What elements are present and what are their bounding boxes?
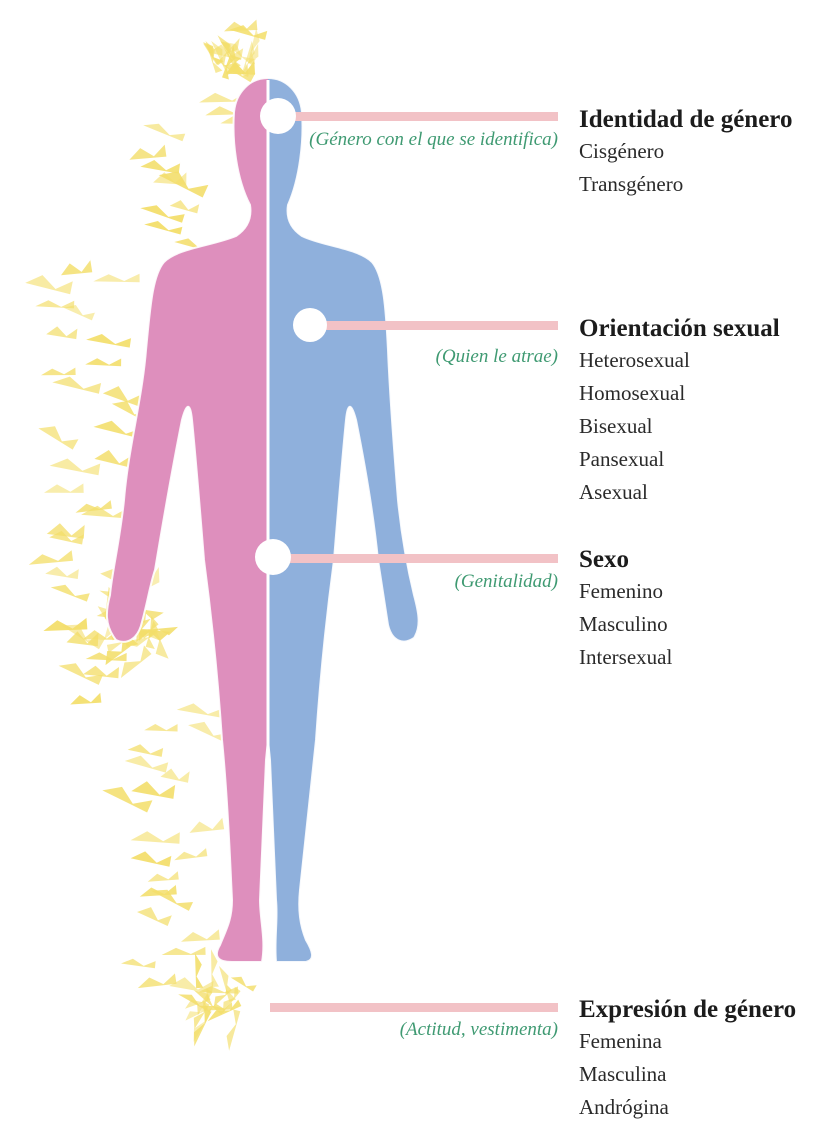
option-item: Heterosexual: [579, 344, 780, 377]
spark: [85, 357, 121, 366]
spark: [38, 426, 79, 449]
section-sex: Sexo Femenino Masculino Intersexual: [579, 545, 672, 674]
spark: [44, 482, 84, 493]
section-orientation: Orientación sexual Heterosexual Homosexu…: [579, 314, 780, 509]
note-expression: (Actitud, vestimenta): [298, 1017, 558, 1043]
spark: [143, 124, 186, 141]
head-circle-marker: [260, 98, 296, 134]
note-identity: (Género con el que se identifica): [298, 127, 558, 153]
spark: [131, 830, 180, 843]
option-item: Homosexual: [579, 377, 780, 410]
spark: [41, 366, 76, 375]
section-title: Identidad de género: [579, 105, 792, 135]
genital-circle-marker: [255, 539, 291, 575]
spark: [148, 870, 179, 882]
section-title: Orientación sexual: [579, 314, 780, 344]
option-item: Andrógina: [579, 1091, 796, 1124]
option-item: Asexual: [579, 476, 780, 509]
spark: [129, 143, 166, 160]
option-item: Masculina: [579, 1058, 796, 1091]
spark: [190, 816, 225, 833]
spark: [144, 221, 182, 235]
option-item: Femenina: [579, 1025, 796, 1058]
spark: [29, 549, 73, 565]
spark: [144, 723, 177, 732]
spark: [125, 756, 169, 773]
leader-line-identity: [290, 112, 558, 121]
spark: [174, 847, 207, 860]
option-item: Cisgénero: [579, 135, 792, 168]
spark: [121, 959, 156, 969]
spark: [131, 851, 172, 866]
spark: [137, 907, 173, 926]
spark: [195, 953, 204, 988]
section-title: Expresión de género: [579, 995, 796, 1025]
spark: [162, 946, 206, 955]
option-item: Masculino: [579, 608, 672, 641]
spark: [25, 275, 73, 294]
spark: [181, 928, 220, 942]
leader-line-expression: [270, 1003, 558, 1012]
section-expression: Expresión de género Femenina Masculina A…: [579, 995, 796, 1124]
option-item: Femenino: [579, 575, 672, 608]
spark: [93, 272, 139, 282]
section-title: Sexo: [579, 545, 672, 575]
note-sex: (Genitalidad): [298, 569, 558, 595]
spark: [46, 326, 77, 339]
spark: [128, 744, 164, 757]
leader-line-sex: [288, 554, 558, 563]
option-item: Pansexual: [579, 443, 780, 476]
spark: [227, 1009, 241, 1051]
spark: [170, 200, 200, 213]
spark: [70, 691, 101, 704]
leader-line-orientation: [320, 321, 558, 330]
option-item: Transgénero: [579, 168, 792, 201]
section-identity: Identidad de género Cisgénero Transgéner…: [579, 105, 792, 201]
spark: [45, 567, 79, 579]
option-item: Bisexual: [579, 410, 780, 443]
spark: [52, 377, 101, 394]
spark: [86, 334, 131, 348]
spark: [50, 459, 101, 476]
note-orientation: (Quien le atrae): [298, 344, 558, 370]
heart-circle-marker: [293, 308, 327, 342]
spark: [64, 305, 96, 320]
option-item: Intersexual: [579, 641, 672, 674]
spark: [177, 703, 225, 718]
spark: [140, 160, 180, 174]
spark: [51, 585, 91, 602]
spark: [61, 258, 92, 275]
spark: [131, 781, 175, 799]
